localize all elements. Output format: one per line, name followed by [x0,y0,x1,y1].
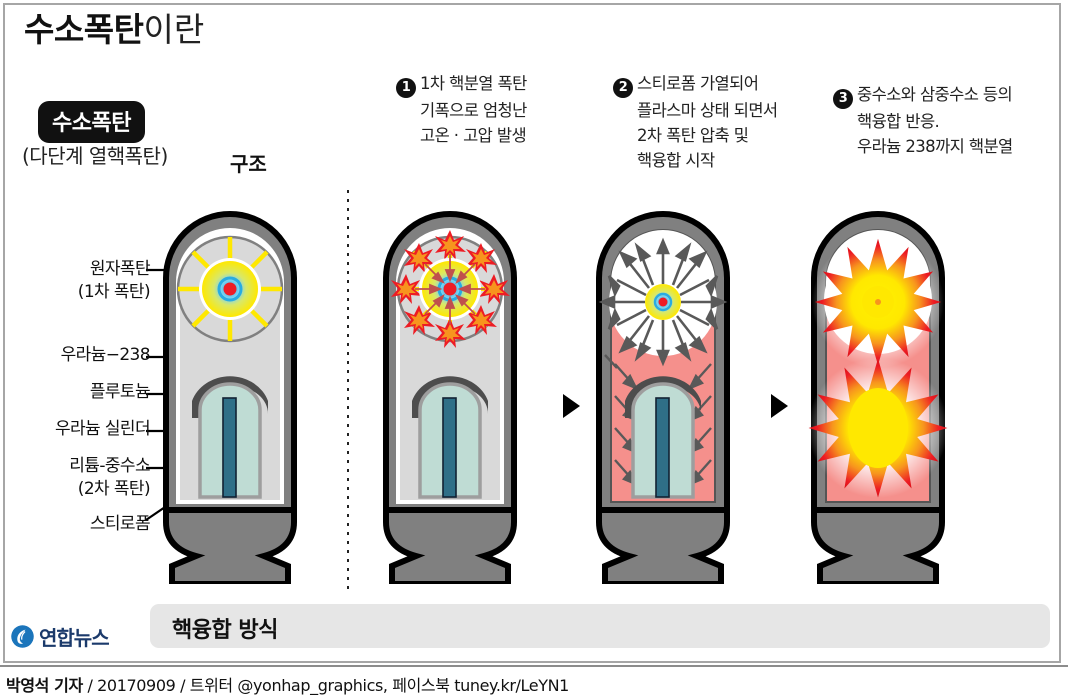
yonhap-logo-icon [11,625,34,648]
page-title-bold: 수소폭탄 [24,10,144,49]
vertical-dotted-divider [347,190,349,590]
step-line-2-3: 핵융합 시작 [637,151,715,170]
compression-arrows [415,254,485,324]
bomb-diagram-stage-2 [585,192,761,584]
step-line-1-1: 기폭으로 엄청난 [420,101,527,120]
radiation-arrows [598,237,728,367]
status-badge: 수소폭탄 [38,101,145,143]
callout-label-uranium-238: 우라늄−238 [60,345,151,365]
callout-label-atomic-bomb: 원자폭탄 (1차 폭탄) [10,258,151,304]
step-number-1: 1 [396,78,416,98]
bomb-diagram-stage-1 [372,192,548,584]
step-line-3-1: 핵융합 반응. [857,112,940,131]
brand-name: 연합뉴스 [39,626,110,650]
credit-line: 박영석 기자 / 20170909 / 트위터 @yonhap_graphics… [6,672,569,696]
explosion-burst-lower [808,358,948,498]
bomb-diagram-stage-3 [800,192,976,584]
core-center [223,282,237,296]
step-line-2-0: 스티로폼 가열되어 [637,74,759,93]
callout-atomic-line-0: 원자폭탄 [89,259,151,279]
step-line-1-0: 1차 핵분열 폭탄 [420,74,527,93]
credit-rest: / 20170909 / 트위터 @yonhap_graphics, 페이스북 … [82,676,569,695]
step-line-3-2: 우라늄 238까지 핵분열 [857,137,1013,156]
callout-li-line-0: 리튬-중수소 [69,456,150,476]
step-line-1-2: 고온 · 고압 발생 [420,126,527,145]
credit-reporter: 박영석 기자 [6,676,83,695]
stage-arrow-2 [771,394,788,418]
step-line-3-0: 중수소와 삼중수소 등의 [857,85,1013,104]
callout-label-styrofoam: 스티로폼 [89,514,151,534]
structure-label: 구조 [230,152,267,176]
bottom-banner [150,604,1050,648]
callout-label-plutonium: 플루토늄 [89,382,151,402]
badge-subtitle: (다단계 열핵폭탄) [22,144,168,168]
step-number-3: 3 [833,89,853,109]
explosion-burst-upper [812,236,944,368]
callout-li-line-1: (2차 폭탄) [77,479,151,499]
callout-label-uranium-cylinder: 우라늄 실린더 [54,419,151,439]
brand-logo: 연합뉴스 [10,622,110,651]
bottom-banner-label: 핵융합 방식 [172,618,278,643]
page-title-rest: 이란 [143,10,205,49]
stage-arrow-1 [563,394,580,418]
bomb-diagram-structure [152,192,328,584]
page-title: 수소폭탄이란 [24,8,204,52]
callout-label-lithium-deuteride: 리튬-중수소 (2차 폭탄) [10,455,150,501]
step-number-2: 2 [613,78,633,98]
step-line-2-1: 플라스마 상태 되면서 [637,101,778,120]
uranium-238-tamper [192,376,268,418]
step-line-2-2: 2차 폭탄 압축 및 [637,126,749,145]
credit-divider [0,665,1068,667]
plutonium-rod [222,397,237,498]
callout-atomic-line-1: (1차 폭탄) [77,282,151,302]
